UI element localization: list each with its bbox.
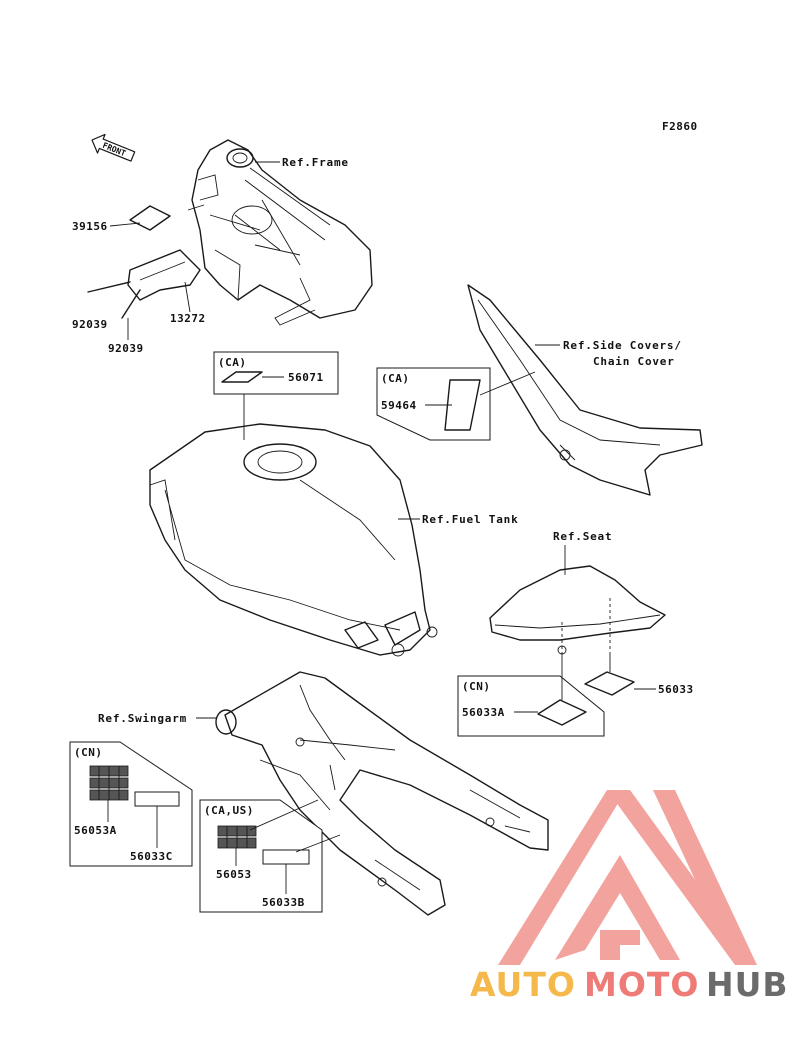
region-ca-56071: (CA) xyxy=(218,356,247,369)
frame-illustration xyxy=(187,139,373,326)
swingarm-illustration xyxy=(215,671,549,916)
screw-92039-b-icon xyxy=(121,289,141,319)
part-39156: 39156 xyxy=(72,220,108,233)
region-ca-59464: (CA) xyxy=(381,372,410,385)
bracket-13272-icon xyxy=(127,249,201,301)
box-ca-56071 xyxy=(213,351,339,440)
part-56033a: 56033A xyxy=(462,706,505,719)
ref-side-covers-label-1: Ref.Side Covers/ xyxy=(563,339,682,352)
region-cn-56033a: (CN) xyxy=(462,680,491,693)
ref-side-covers-label-2: Chain Cover xyxy=(593,355,675,368)
side-cover-illustration xyxy=(467,284,703,496)
seat-illustration xyxy=(489,565,666,655)
part-56033c: 56033C xyxy=(130,850,173,863)
region-ca-us: (CA,US) xyxy=(204,804,254,817)
part-92039-a: 92039 xyxy=(72,318,108,331)
part-92039-b: 92039 xyxy=(108,342,144,355)
watermark-hub: HUB xyxy=(706,965,789,1004)
part-56033: 56033 xyxy=(658,683,694,696)
part-56071: 56071 xyxy=(288,371,324,384)
box-cn-56053a xyxy=(69,741,193,867)
label-56033-icon xyxy=(584,671,635,696)
label-39156-icon xyxy=(129,205,171,231)
box-ca-59464 xyxy=(376,367,536,441)
ref-frame-label: Ref.Frame xyxy=(282,156,349,169)
box-ca-us-56053 xyxy=(199,799,341,913)
region-cn-56053a: (CN) xyxy=(74,746,103,759)
watermark-moto: MOTO xyxy=(584,965,699,1004)
automotohub-logo xyxy=(498,790,757,965)
fuel-tank-illustration xyxy=(149,423,438,657)
box-cn-56033a xyxy=(457,655,605,737)
part-56033b: 56033B xyxy=(262,896,305,909)
watermark-auto: AUTO xyxy=(470,965,576,1004)
part-13272: 13272 xyxy=(170,312,206,325)
screw-92039-a-icon xyxy=(87,281,131,293)
front-arrow-icon: FRONT xyxy=(91,133,136,162)
part-56053a: 56053A xyxy=(74,824,117,837)
figure-code: F2860 xyxy=(662,120,698,133)
part-59464: 59464 xyxy=(381,399,417,412)
part-56053: 56053 xyxy=(216,868,252,881)
ref-seat-label: Ref.Seat xyxy=(553,530,612,543)
ref-fuel-tank-label: Ref.Fuel Tank xyxy=(422,513,519,526)
ref-swingarm-label: Ref.Swingarm xyxy=(98,712,187,725)
